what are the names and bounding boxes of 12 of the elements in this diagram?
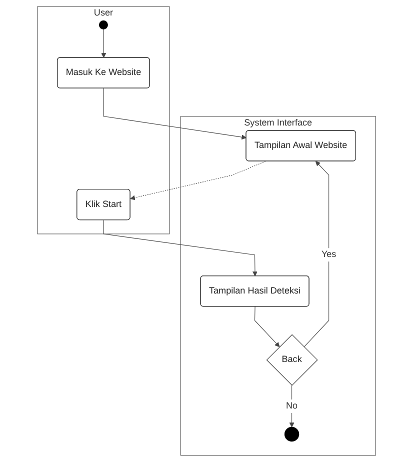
arrow [254, 306, 280, 348]
arrow [290, 385, 295, 428]
node-circle [284, 426, 300, 442]
node-diamond: Back [266, 334, 318, 386]
edge-label: Yes [322, 250, 337, 260]
arrow [104, 88, 247, 140]
arrow [104, 220, 258, 276]
arrow [102, 28, 107, 58]
edge-label: No [286, 401, 298, 411]
node-circle [99, 20, 108, 30]
arrow [304, 161, 330, 348]
arrow [130, 160, 266, 200]
